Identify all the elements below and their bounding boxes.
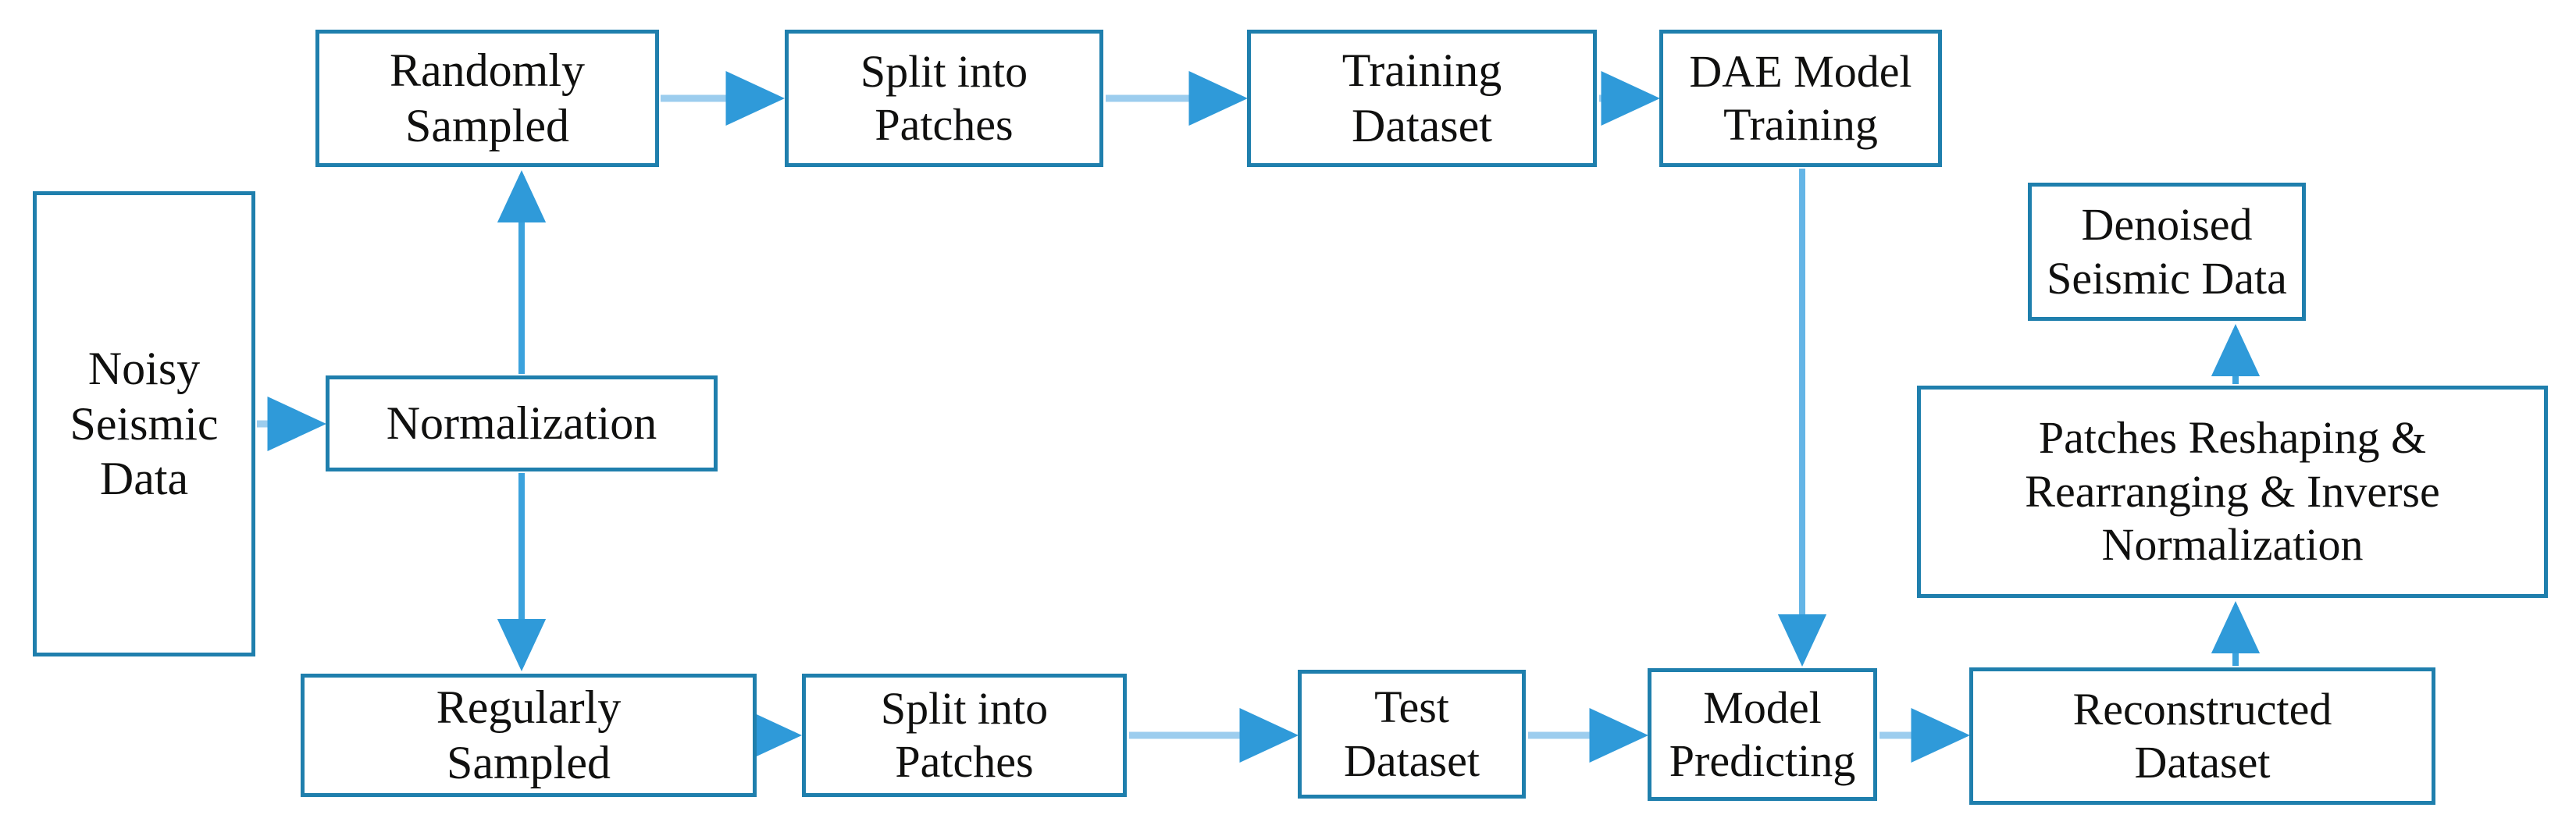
node-label: Regularly Sampled: [436, 681, 622, 788]
node-patches-reshaping-rearranging-inverse-normalization[interactable]: Patches Reshaping & Rearranging & Invers…: [1917, 386, 2548, 598]
node-label: Training Dataset: [1341, 44, 1502, 151]
node-regularly-sampled[interactable]: Regularly Sampled: [301, 674, 757, 797]
node-label: Patches Reshaping & Rearranging & Invers…: [2025, 412, 2440, 571]
node-label: Model Predicting: [1669, 681, 1856, 786]
node-label: Normalization: [386, 397, 657, 450]
node-model-predicting[interactable]: Model Predicting: [1648, 668, 1877, 801]
node-label: Denoised Seismic Data: [2047, 199, 2287, 304]
node-label: Test Dataset: [1344, 681, 1480, 786]
node-training-dataset[interactable]: Training Dataset: [1247, 30, 1597, 167]
node-normalization[interactable]: Normalization: [326, 375, 718, 471]
node-split-into-patches-top[interactable]: Split into Patches: [785, 30, 1103, 167]
node-label: Noisy Seismic Data: [69, 342, 219, 505]
node-split-into-patches-bottom[interactable]: Split into Patches: [802, 674, 1127, 797]
node-label: Randomly Sampled: [390, 44, 585, 151]
node-noisy-seismic-data[interactable]: Noisy Seismic Data: [33, 191, 255, 656]
node-reconstructed-dataset[interactable]: Reconstructed Dataset: [1969, 667, 2435, 805]
node-label: Split into Patches: [880, 682, 1049, 787]
node-dae-model-training[interactable]: DAE Model Training: [1659, 30, 1942, 167]
node-label: Split into Patches: [860, 45, 1028, 150]
node-denoised-seismic-data[interactable]: Denoised Seismic Data: [2028, 183, 2306, 321]
node-label: DAE Model Training: [1689, 45, 1912, 150]
node-randomly-sampled[interactable]: Randomly Sampled: [315, 30, 659, 167]
node-label: Reconstructed Dataset: [2072, 683, 2332, 788]
node-test-dataset[interactable]: Test Dataset: [1298, 670, 1526, 799]
